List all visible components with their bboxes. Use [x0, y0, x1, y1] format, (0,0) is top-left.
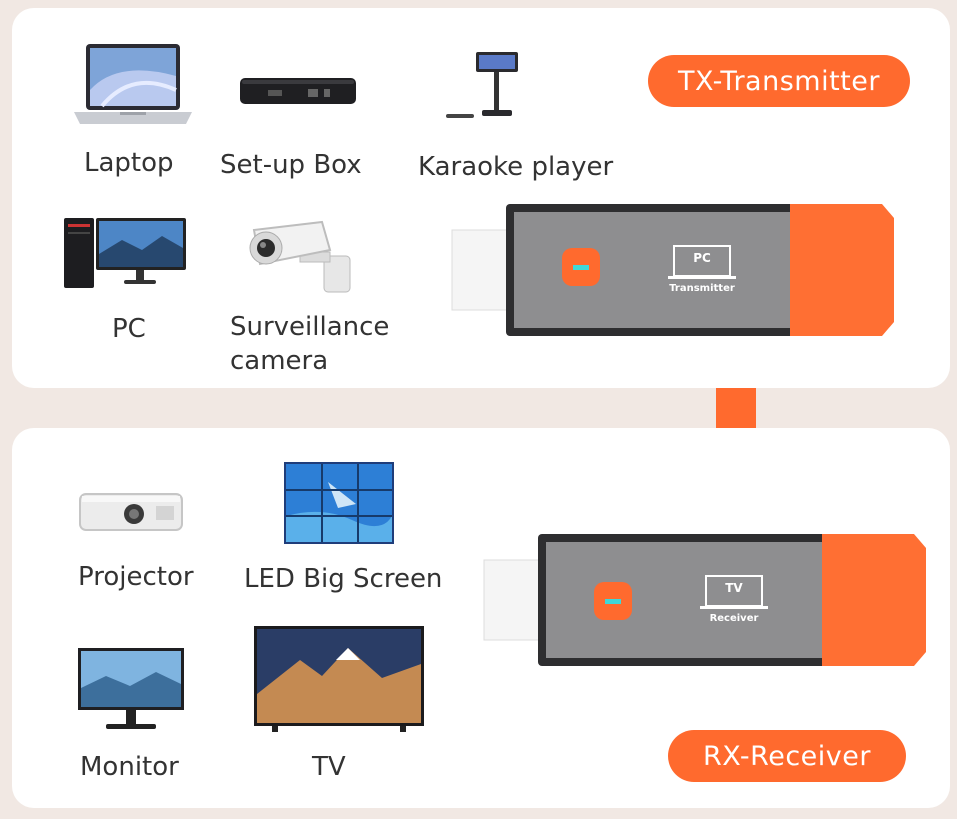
laptop-icon	[72, 40, 194, 130]
tv-label: TV	[312, 752, 346, 782]
rx-dongle-receiver-text: Receiver	[709, 613, 759, 624]
rx-receiver-badge: RX-Receiver	[668, 730, 906, 782]
monitor-icon	[76, 646, 186, 732]
desktop-pc-icon	[62, 214, 188, 290]
rx-dongle: TV Receiver	[482, 532, 928, 668]
karaoke-player-label: Karaoke player	[418, 152, 614, 182]
tx-dongle-transmitter-text: Transmitter	[669, 283, 735, 294]
tv-icon	[252, 624, 426, 734]
pc-label: PC	[112, 314, 146, 344]
tx-dongle-pc-text: PC	[693, 251, 711, 265]
monitor-label: Monitor	[80, 752, 179, 782]
projector-label: Projector	[78, 562, 194, 592]
set-up-box-label: Set-up Box	[220, 150, 362, 180]
surveillance-label: Surveillance	[230, 312, 390, 342]
karaoke-player-icon	[444, 48, 524, 124]
camera-label: camera	[230, 346, 329, 376]
surveillance-camera-icon	[246, 216, 354, 294]
projector-icon	[78, 488, 186, 534]
led-big-screen-label: LED Big Screen	[244, 564, 443, 594]
set-top-box-icon	[238, 74, 358, 108]
rx-dongle-tv-text: TV	[725, 581, 743, 595]
laptop-label: Laptop	[84, 148, 174, 178]
led-video-wall-icon	[282, 460, 396, 546]
tx-transmitter-badge: TX-Transmitter	[648, 55, 910, 107]
tx-dongle: PC Transmitter	[450, 202, 896, 338]
